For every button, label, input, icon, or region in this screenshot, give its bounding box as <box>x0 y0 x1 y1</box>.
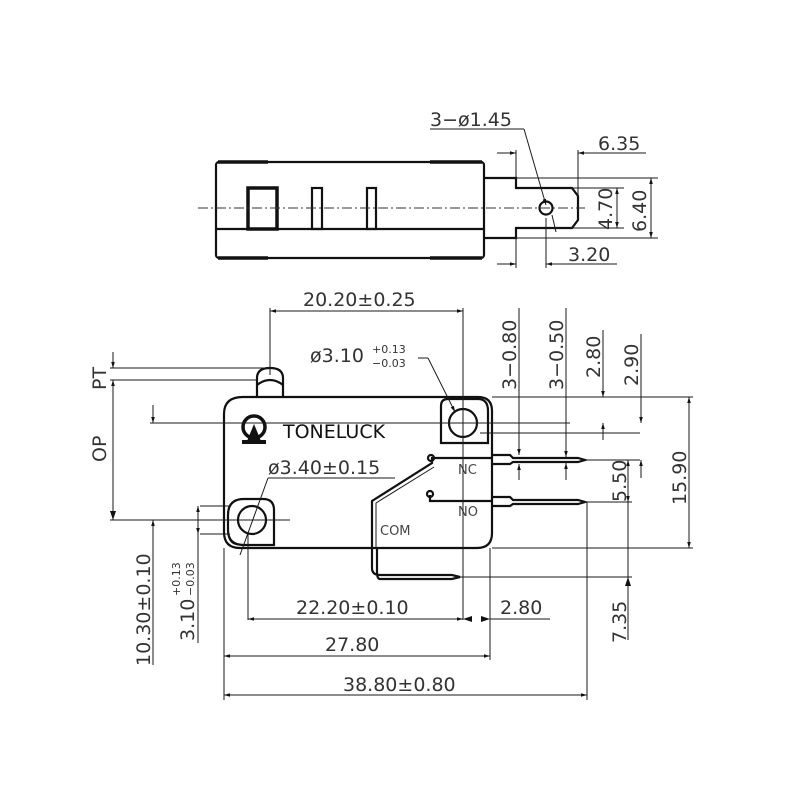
actuator-slot <box>246 186 279 231</box>
dim-4-70: 4.70 <box>595 188 617 230</box>
dim-5-50: 5.50 <box>609 460 631 502</box>
dim-3-10-left-tol-plus: +0.13 <box>170 562 183 596</box>
slot-narrow-1 <box>310 186 324 231</box>
upper-mount-boss <box>439 397 490 445</box>
arrowhead <box>110 511 116 520</box>
dim-3-0-50: 3−0.50 <box>546 320 568 390</box>
hole-callout-label: 3−ø1.45 <box>430 109 512 131</box>
dim-22-20: 22.20±0.10 <box>296 597 409 619</box>
dim-3-20: 3.20 <box>568 244 610 266</box>
dim-38-80: 38.80±0.80 <box>343 674 456 696</box>
arrowhead <box>625 577 631 586</box>
no-contact <box>428 495 492 503</box>
upper-hole-tol-plus: +0.13 <box>372 343 406 356</box>
nc-contact-point <box>426 453 436 463</box>
no-contact-point <box>425 489 435 499</box>
upper-hole-tol-minus: −0.03 <box>372 357 406 370</box>
front-view: TONELUCK NC NO COM 20.20±0.25 ø3.10 +0. <box>89 289 693 700</box>
lower-hole-dia-label: ø3.40±0.15 <box>268 457 380 479</box>
label-op: OP <box>89 436 111 462</box>
com-lever <box>370 456 492 548</box>
hole-leader-tail <box>551 214 557 233</box>
dim-20-20: 20.20±0.25 <box>303 289 416 311</box>
dim-27-80: 27.80 <box>325 634 379 656</box>
dim-6-35: 6.35 <box>598 133 640 155</box>
arrowhead <box>481 616 490 622</box>
com-terminal <box>370 548 461 581</box>
dim-2-80-vertical: 2.80 <box>583 336 605 378</box>
top-view-body <box>214 160 486 260</box>
dim-15-90: 15.90 <box>669 451 691 505</box>
dim-3-0-80: 3−0.80 <box>499 320 521 390</box>
dim-2-80-horizontal: 2.80 <box>500 597 542 619</box>
hole-callout-leader <box>523 128 547 206</box>
slot-narrow-2 <box>365 186 378 231</box>
plunger-line <box>256 378 284 386</box>
top-view: 3−ø1.45 6.35 4.70 6.40 3.20 <box>198 109 658 268</box>
dim-3-10-left: 3.10 <box>177 599 199 641</box>
label-no: NO <box>458 505 478 520</box>
lower-mount-boss <box>226 497 276 547</box>
dim-7-35: 7.35 <box>609 601 631 643</box>
dim-3-10-left-tol-minus: −0.03 <box>184 562 197 596</box>
switch-body <box>222 395 494 550</box>
upper-hole-dia-label: ø3.10 <box>310 345 364 367</box>
no-terminal <box>492 495 590 508</box>
label-com: COM <box>380 524 411 539</box>
dim-10-30: 10.30±0.10 <box>133 553 155 666</box>
label-nc: NC <box>458 463 477 478</box>
lower-hole-leader <box>239 477 269 556</box>
arrowhead <box>463 616 472 622</box>
dim-6-40: 6.40 <box>629 190 651 232</box>
com-lever-inner <box>375 466 435 548</box>
nc-terminal <box>492 453 590 466</box>
toneluck-logo-icon <box>241 414 267 444</box>
label-pt: PT <box>89 367 111 390</box>
brand-name: TONELUCK <box>282 421 386 443</box>
upper-hole-leader <box>427 357 456 413</box>
dim-2-90: 2.90 <box>621 344 643 386</box>
